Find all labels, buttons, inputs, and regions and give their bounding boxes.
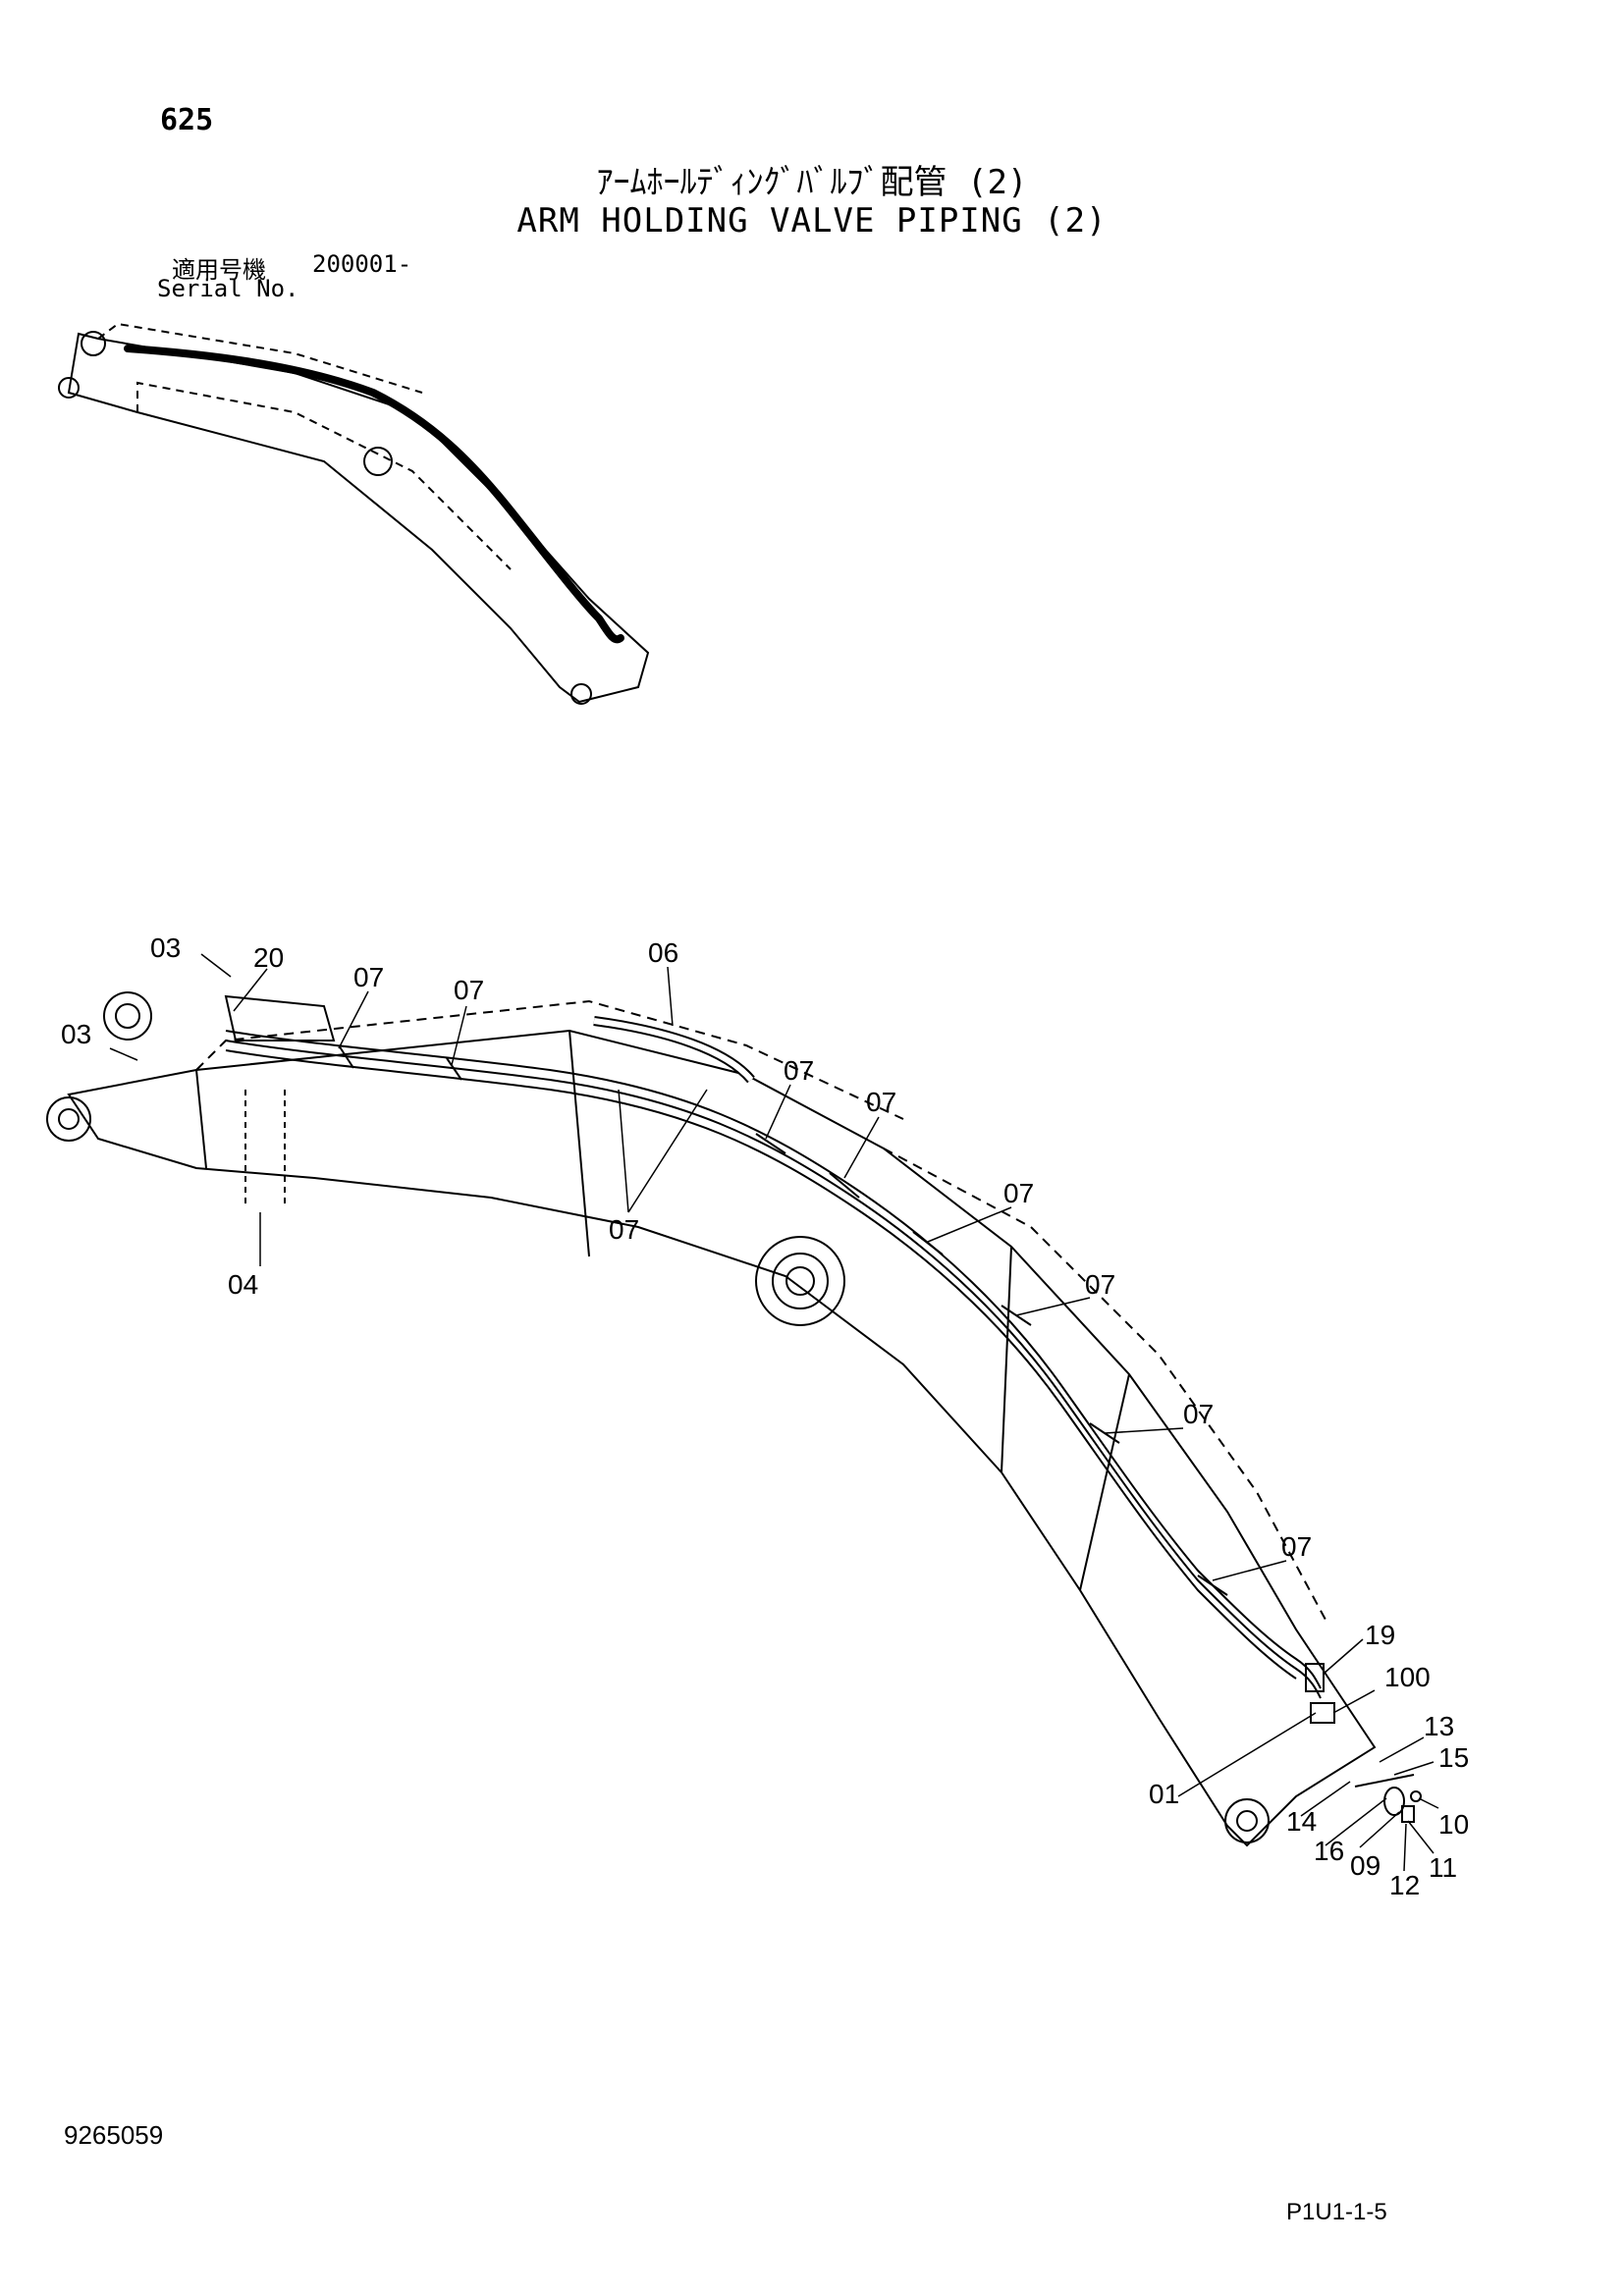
callout-03-left: 03 xyxy=(61,1019,91,1049)
pipe-run xyxy=(225,1030,1335,1724)
page-number: 625 xyxy=(160,103,214,137)
callout-06: 06 xyxy=(648,937,678,968)
callout-04: 04 xyxy=(228,1269,258,1300)
title-japanese: ｱｰﾑﾎｰﾙﾃﾞｨﾝｸﾞﾊﾞﾙﾌﾞ配管 (2) xyxy=(596,163,1028,202)
title-english: ARM HOLDING VALVE PIPING (2) xyxy=(516,201,1108,240)
serial-label-japanese: 適用号機 xyxy=(172,256,266,284)
callout-01: 01 xyxy=(1149,1779,1179,1809)
callout-03-top: 03 xyxy=(150,933,181,963)
callout-07-e: 07 xyxy=(1003,1178,1034,1208)
overview-hose-path xyxy=(124,345,624,644)
serial-label-english: Serial No. xyxy=(157,275,299,302)
callout-19: 19 xyxy=(1365,1620,1395,1650)
callout-12: 12 xyxy=(1389,1870,1420,1900)
callout-100: 100 xyxy=(1384,1662,1431,1692)
leader-lines xyxy=(109,953,1439,1872)
callout-07-g: 07 xyxy=(1183,1399,1214,1429)
callout-07-b: 07 xyxy=(454,975,484,1005)
arm-structure xyxy=(46,991,1377,1847)
end-components xyxy=(1354,1774,1422,1823)
callout-16: 16 xyxy=(1314,1836,1344,1866)
callout-07-d: 07 xyxy=(866,1087,896,1117)
callout-14: 14 xyxy=(1286,1806,1317,1837)
callout-07-c: 07 xyxy=(784,1055,814,1086)
page-code: P1U1-1-5 xyxy=(1286,2199,1387,2225)
overview-arm-outline xyxy=(58,322,650,705)
callout-09: 09 xyxy=(1350,1850,1380,1881)
serial-value: 200001- xyxy=(312,250,412,278)
callout-11: 11 xyxy=(1429,1852,1457,1883)
callout-07-a: 07 xyxy=(353,962,384,992)
callout-07-i: 07 xyxy=(609,1214,639,1245)
callout-15: 15 xyxy=(1438,1742,1469,1773)
document-number: 9265059 xyxy=(64,2120,164,2150)
callout-10: 10 xyxy=(1438,1809,1469,1840)
callout-labels: 03 20 03 07 07 06 07 07 07 07 07 07 07 0… xyxy=(61,933,1469,1900)
callout-20: 20 xyxy=(253,942,284,973)
callout-07-f: 07 xyxy=(1085,1269,1115,1300)
callout-07-h: 07 xyxy=(1281,1531,1312,1562)
callout-13: 13 xyxy=(1424,1711,1454,1741)
